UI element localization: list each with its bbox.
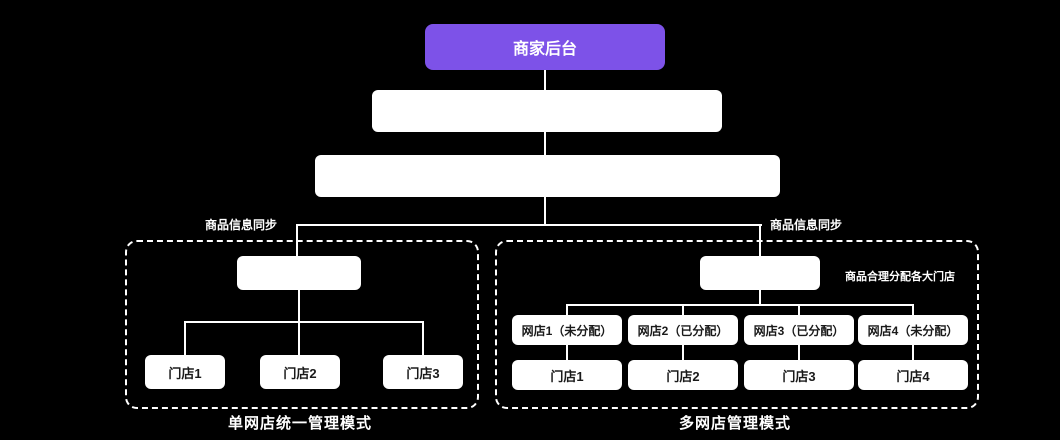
shop-store-link-3	[798, 345, 800, 360]
right-group-note: 商品合理分配各大门店	[845, 271, 955, 283]
left-store-node-3: 门店3	[383, 355, 463, 389]
right-drop-2	[682, 304, 684, 316]
right-group-caption: 多网店管理模式	[678, 415, 791, 432]
shop-label-1: 网店1（未分配）	[521, 323, 613, 338]
left-parent-drop-line	[298, 290, 300, 322]
right-parent-drop-line	[759, 290, 761, 305]
right-horizontal-line	[566, 304, 914, 306]
shop-node-4: 网店4（未分配）	[858, 315, 968, 345]
shop-store-link-4	[912, 345, 914, 360]
right-store-label-4: 门店4	[896, 368, 930, 384]
shop-label-3: 网店3（已分配）	[753, 323, 845, 338]
merchant-backend-node: 商家后台	[425, 24, 665, 70]
shop-node-1: 网店1（未分配）	[512, 315, 622, 345]
connector-level3-branch	[544, 197, 546, 225]
shop-node-2: 网店2（已分配）	[628, 315, 738, 345]
right-store-label-2: 门店2	[666, 368, 700, 384]
left-store-label-3: 门店3	[406, 365, 440, 381]
right-store-node-2: 门店2	[628, 360, 738, 390]
left-sync-label: 商品信息同步	[205, 218, 278, 232]
right-store-node-1: 门店1	[512, 360, 622, 390]
shop-store-link-1	[566, 345, 568, 360]
right-sync-label: 商品信息同步	[770, 218, 843, 232]
shop-label-4: 网店4（未分配）	[867, 323, 959, 338]
right-store-node-4: 门店4	[858, 360, 968, 390]
shop-store-link-2	[682, 345, 684, 360]
left-store-label-2: 门店2	[283, 365, 317, 381]
level2-node	[372, 90, 722, 132]
left-drop-2	[298, 321, 300, 355]
connector-root-level2	[544, 70, 546, 90]
connector-level2-level3	[544, 132, 546, 155]
level3-node	[315, 155, 780, 197]
right-store-label-3: 门店3	[782, 368, 816, 384]
branch-horizontal-line	[296, 224, 762, 226]
left-drop-3	[422, 321, 424, 355]
single-shop-group-container	[125, 240, 479, 409]
shop-label-2: 网店2（已分配）	[637, 323, 729, 338]
left-group-caption: 单网店统一管理模式	[227, 415, 372, 432]
multi-shop-group-container	[495, 240, 979, 409]
left-parent-node	[237, 256, 361, 290]
right-drop-1	[566, 304, 568, 316]
left-drop-1	[184, 321, 186, 355]
shop-node-3: 网店3（已分配）	[744, 315, 854, 345]
right-parent-node	[700, 256, 820, 290]
right-store-node-3: 门店3	[744, 360, 854, 390]
left-store-node-2: 门店2	[260, 355, 340, 389]
left-horizontal-line	[184, 321, 424, 323]
right-drop-3	[798, 304, 800, 316]
right-store-label-1: 门店1	[550, 368, 584, 384]
right-drop-4	[912, 304, 914, 316]
merchant-backend-label: 商家后台	[512, 41, 577, 58]
left-store-label-1: 门店1	[168, 365, 202, 381]
left-store-node-1: 门店1	[145, 355, 225, 389]
